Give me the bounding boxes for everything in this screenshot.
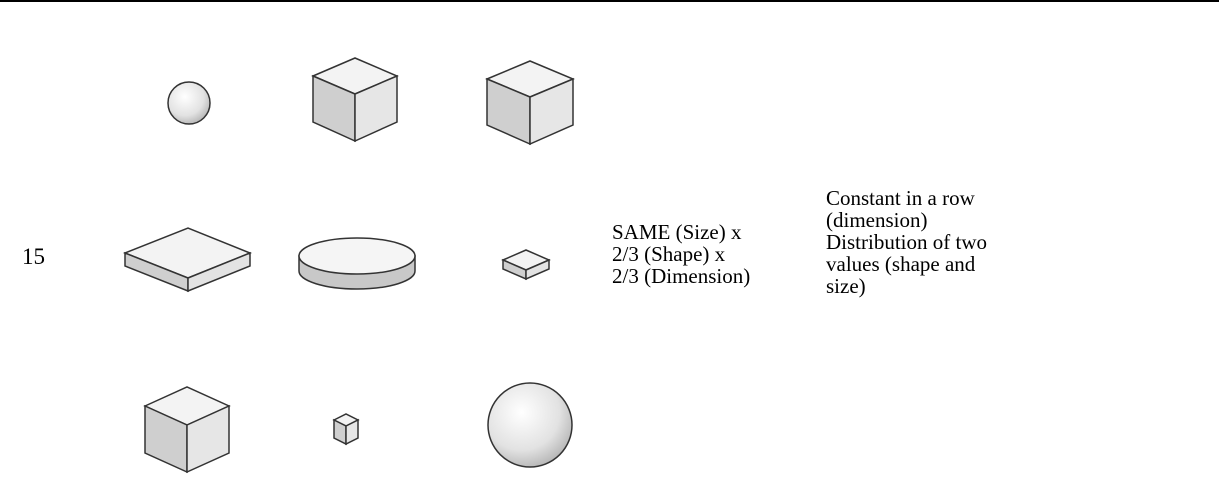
explanation-text: Constant in a row (dimension) Distributi… [826, 187, 987, 297]
explanation-line: size) [826, 274, 866, 298]
rule-line: 2/3 (Dimension) [612, 264, 751, 288]
rule-line: 2/3 (Shape) x [612, 242, 726, 266]
explanation-line: Constant in a row [826, 186, 975, 210]
row-number: 15 [22, 244, 45, 269]
cell-r1c2-large-cube-icon [311, 57, 399, 143]
cell-r3c3-large-sphere-icon [487, 382, 573, 468]
rule-description: SAME (Size) x 2/3 (Shape) x 2/3 (Dimensi… [612, 221, 750, 287]
cell-r1c1-small-sphere-icon [167, 81, 211, 125]
explanation-line: values (shape and [826, 252, 976, 276]
cell-r2c1-large-square-slab-icon [122, 227, 253, 293]
cell-r2c3-small-square-slab-icon [501, 249, 551, 281]
explanation-line: (dimension) [826, 208, 928, 232]
explanation-line: Distribution of two [826, 230, 987, 254]
table-top-border [0, 0, 1219, 2]
rule-line: SAME (Size) x [612, 220, 742, 244]
cell-r3c2-small-cube-icon [332, 413, 360, 446]
cell-r3c1-large-cube-icon [143, 386, 231, 474]
cell-r1c3-large-cube-icon [485, 60, 575, 146]
cell-r2c2-large-cylinder-disc-icon [298, 237, 416, 290]
